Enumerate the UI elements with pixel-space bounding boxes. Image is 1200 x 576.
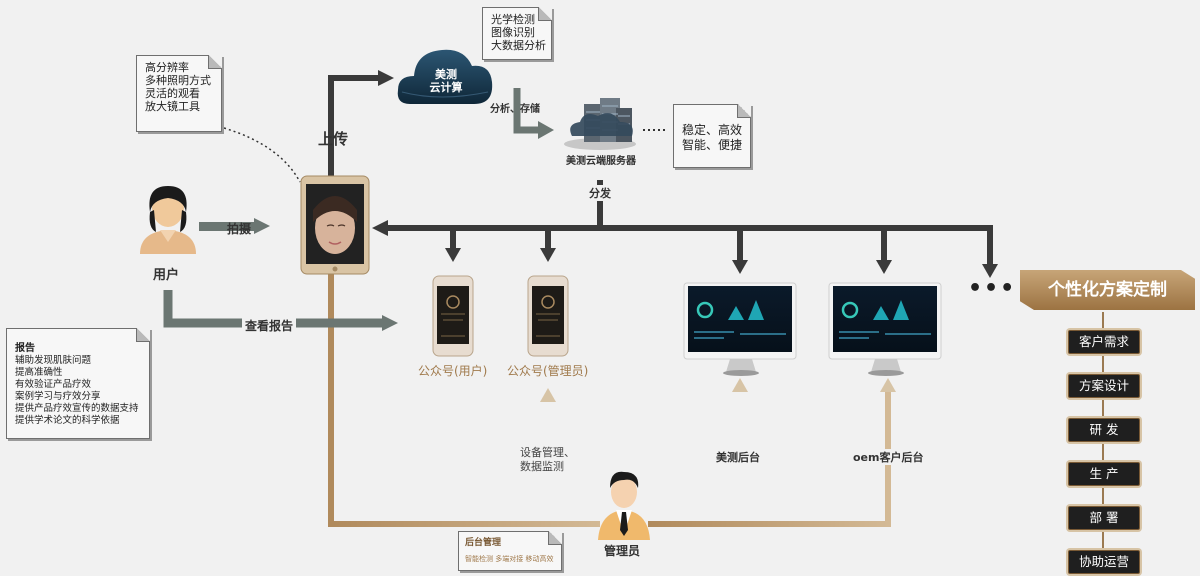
- backend-title: 后台管理: [465, 538, 502, 548]
- device-mgmt-label: 设备管理、 数据监测: [520, 446, 575, 474]
- note-callout: [223, 127, 301, 183]
- oem-backend-label: oem客户后台: [853, 449, 924, 465]
- distribution-bus: [372, 220, 998, 278]
- tablet-features-note: 高分辨率 多种照明方式 灵活的观看 放大镜工具: [136, 55, 222, 132]
- analyze-store-label: 分析、存储: [490, 104, 540, 115]
- step-production: 生 产: [1068, 462, 1140, 486]
- note-fold-icon: [208, 55, 222, 69]
- view-report-label: 查看报告: [242, 317, 297, 334]
- shoot-label: 拍摄: [227, 222, 252, 236]
- cloud-label: 美测 云计算: [426, 68, 466, 94]
- upload-arrow: [328, 70, 394, 176]
- tablet-features-list: 高分辨率 多种照明方式 灵活的观看 放大镜工具: [145, 61, 213, 113]
- user-label: 用户: [153, 268, 180, 283]
- report-title: 报告: [15, 343, 35, 354]
- server-features-list: 稳定、高效 智能、便捷: [682, 123, 742, 153]
- phone-admin: [527, 275, 569, 357]
- admin-avatar: [598, 471, 650, 540]
- custom-plan-banner: 个性化方案定制: [1020, 270, 1195, 310]
- monitor-oem: [828, 282, 942, 376]
- note-line: 智能、便捷: [682, 138, 743, 152]
- device-mgmt-line: 数据监测: [520, 460, 564, 473]
- note-line: 多种照明方式: [145, 74, 211, 87]
- cloud-features-note: 光学检测 图像识别 大数据分析: [482, 7, 552, 60]
- note-fold-icon: [737, 104, 751, 118]
- step-assist-operation: 协助运营: [1068, 550, 1140, 574]
- note-line: 高分辨率: [145, 61, 189, 74]
- note-fold-icon: [538, 7, 552, 21]
- tablet-device: [300, 175, 370, 275]
- view-report-arrow: [163, 290, 398, 331]
- device-mgmt-line: 设备管理、: [520, 446, 575, 459]
- server-features-note: 稳定、高效 智能、便捷: [673, 104, 751, 168]
- admin-label: 管理员: [604, 544, 641, 558]
- shoot-arrow: [199, 218, 270, 234]
- step-plan-design: 方案设计: [1068, 374, 1140, 398]
- step-customer-needs: 客户需求: [1068, 330, 1140, 354]
- cloud-server-arrow: [513, 88, 554, 139]
- distribute-label: 分发: [589, 185, 611, 201]
- report-list: 辅助发现肌肤问题 提高准确性 有效验证产品疗效 案例学习与疗效分享 提供产品疗效…: [15, 355, 141, 427]
- cloud-icon: [397, 49, 493, 104]
- note-line: 光学检测: [491, 13, 535, 26]
- cloud-label-line: 云计算: [429, 81, 463, 94]
- note-line: 大数据分析: [491, 39, 546, 52]
- server-icon: [564, 98, 636, 150]
- server-label: 美测云端服务器: [566, 156, 636, 167]
- admin-connectors: [328, 274, 891, 527]
- report-note: 报告 辅助发现肌肤问题 提高准确性 有效验证产品疗效 案例学习与疗效分享 提供产…: [6, 328, 150, 439]
- note-line: 提高准确性: [15, 367, 63, 378]
- note-line: 有效验证产品疗效: [15, 379, 92, 390]
- backend-note: 后台管理 智能检测 多端对接 移动高效: [458, 531, 562, 571]
- wechat-user-label: 公众号(用户): [418, 364, 488, 378]
- backend-subtitle: 智能检测 多端对接 移动高效: [465, 555, 554, 563]
- note-line: 案例学习与疗效分享: [15, 391, 101, 402]
- note-fold-icon: [548, 531, 562, 545]
- step-rnd: 研 发: [1068, 418, 1140, 442]
- note-line: 提供产品疗效宣传的数据支持: [15, 403, 139, 414]
- note-line: 提供学术论文的科学依据: [15, 415, 120, 426]
- user-avatar: [140, 186, 196, 254]
- meice-backend-label: 美测后台: [716, 449, 760, 465]
- note-line: 辅助发现肌肤问题: [15, 355, 92, 366]
- admin-arrowheads: [540, 378, 896, 402]
- cloud-label-line: 美测: [435, 68, 457, 81]
- note-line: 图像识别: [491, 26, 535, 39]
- wechat-admin-label: 公众号(管理员): [507, 364, 589, 378]
- monitor-meice: [683, 282, 797, 376]
- cloud-features-list: 光学检测 图像识别 大数据分析: [491, 13, 546, 52]
- step-deployment: 部 署: [1068, 506, 1140, 530]
- note-fold-icon: [136, 328, 150, 342]
- more-ellipsis: •••: [968, 276, 1017, 301]
- phone-user: [432, 275, 474, 357]
- upload-label: 上传: [318, 130, 349, 148]
- note-line: 稳定、高效: [682, 123, 743, 137]
- note-line: 灵活的观看: [145, 87, 200, 100]
- note-line: 放大镜工具: [145, 100, 200, 113]
